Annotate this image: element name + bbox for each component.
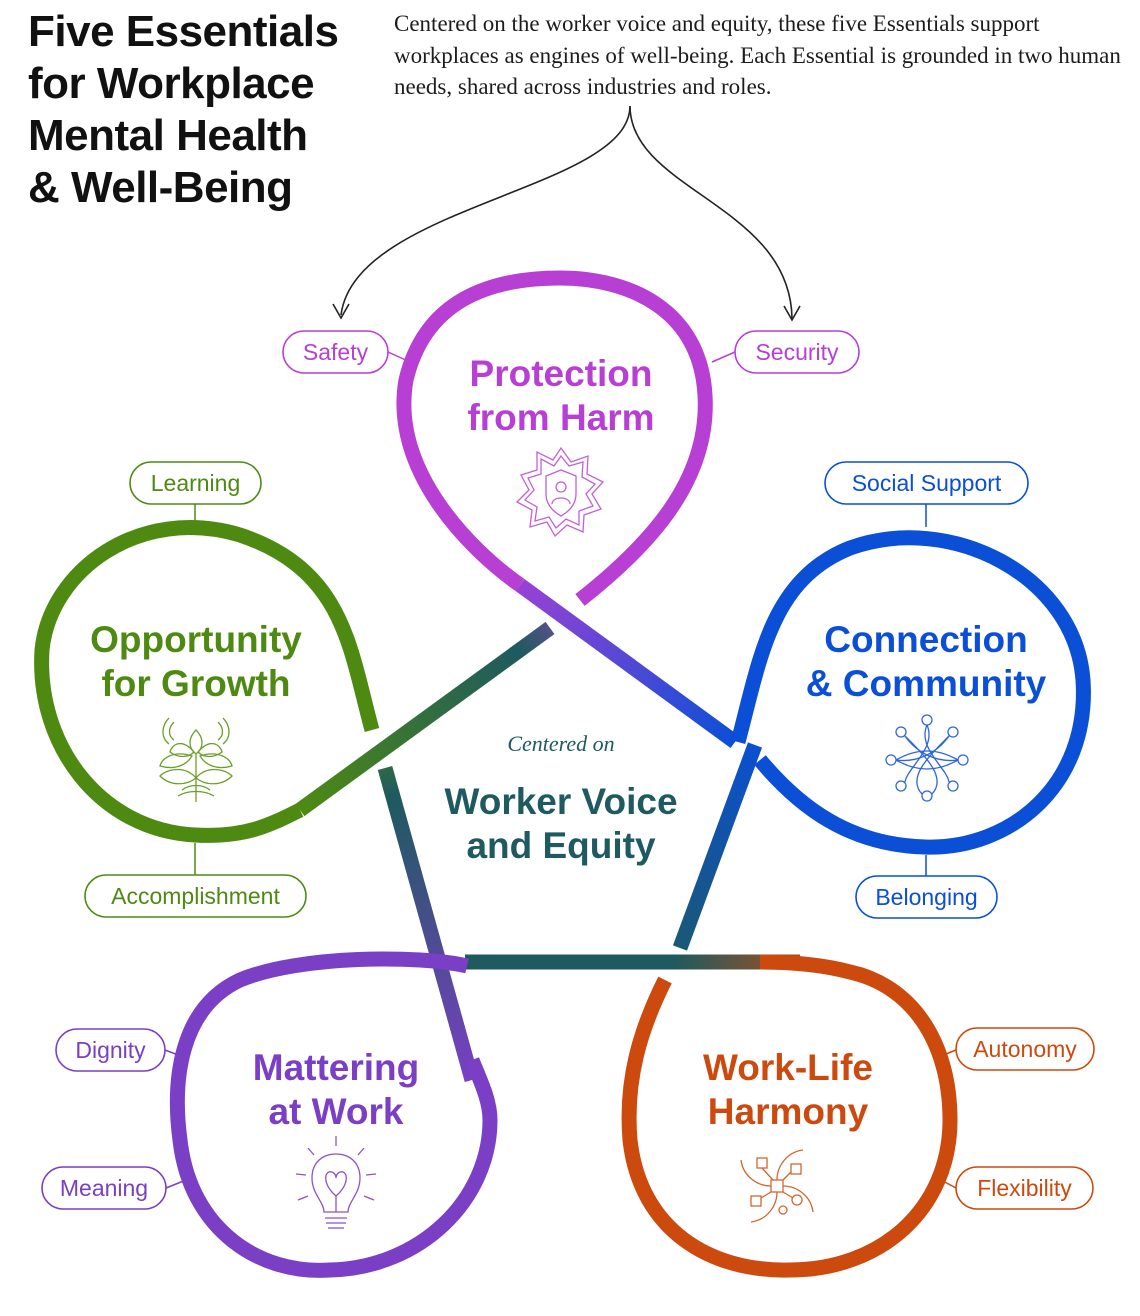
essential-title-line: Harmony [708, 1091, 869, 1132]
title-line: Five Essentials [28, 7, 339, 56]
need-label: Autonomy [973, 1036, 1077, 1062]
need-label: Meaning [60, 1175, 148, 1201]
essential-title-line: at Work [268, 1091, 403, 1132]
need-pill-dignity: Dignity [55, 1028, 166, 1072]
network-icon [885, 714, 969, 802]
need-pill-autonomy: Autonomy [955, 1027, 1095, 1071]
need-label: Accomplishment [111, 883, 280, 909]
intro-highlight: two human needs [394, 42, 1121, 100]
lightbulb-heart-icon [295, 1136, 377, 1229]
need-pill-belonging: Belonging [855, 875, 998, 919]
essential-title-line: for Growth [101, 663, 290, 704]
center-kicker: Centered on [507, 731, 614, 756]
center-label: Centered on Worker Voice and Equity [444, 731, 677, 866]
need-pill-social-support: Social Support [824, 461, 1029, 505]
needs-brace-arrows [332, 105, 801, 322]
strand-connection-worklife [672, 742, 763, 951]
essential-loops [34, 270, 1091, 1278]
essential-title-line: & Community [806, 663, 1047, 704]
pill-ticks [164, 351, 957, 1189]
title-line: & Well-Being [28, 163, 293, 212]
need-label: Safety [303, 339, 369, 365]
need-pill-security: Security [734, 330, 860, 374]
intro-text-start: Centered on the worker voice and equity,… [394, 11, 1040, 68]
title-line: for Workplace [28, 59, 315, 108]
need-label: Dignity [75, 1037, 146, 1063]
need-label: Flexibility [977, 1175, 1072, 1201]
page-title: Five Essentials for Workplace Mental Hea… [28, 6, 378, 214]
essential-title-line: Mattering [253, 1047, 420, 1088]
need-pill-accomplishment: Accomplishment [84, 874, 307, 918]
strand-protection-growth [295, 621, 555, 817]
shield-person-icon [515, 446, 605, 538]
loop-growth [34, 520, 380, 843]
loop-connection [730, 530, 1091, 855]
loop-worklife [621, 954, 958, 1278]
title-line: Mental Health [28, 111, 308, 160]
need-label: Learning [151, 470, 241, 496]
essential-titles: Protection from Harm Opportunity for Gro… [90, 353, 1047, 1132]
loop-mattering [169, 951, 498, 1278]
essential-title-line: from Harm [467, 397, 654, 438]
pinwheel-icon [740, 1149, 814, 1223]
strand-protection-connection [515, 578, 740, 749]
need-label: Social Support [852, 470, 1002, 496]
intro-text-end: , shared across industries and roles. [446, 74, 772, 99]
need-pill-safety: Safety [282, 330, 389, 374]
intro-text: Centered on the worker voice and equity,… [394, 8, 1134, 103]
center-title-line: Worker Voice [444, 781, 677, 822]
essential-title-line: Work-Life [703, 1047, 873, 1088]
need-pill-meaning: Meaning [41, 1166, 167, 1210]
essential-title-line: Connection [824, 619, 1027, 660]
connector-strands [295, 578, 800, 1083]
essential-title-line: Protection [470, 353, 653, 394]
essential-title-line: Opportunity [90, 619, 302, 660]
need-pill-flexibility: Flexibility [955, 1166, 1094, 1210]
center-title-line: and Equity [466, 825, 656, 866]
need-label: Security [755, 339, 839, 365]
strand-growth-mattering [377, 765, 480, 1083]
loop-protection [396, 270, 713, 606]
need-pill-learning: Learning [129, 461, 262, 505]
flower-icon [159, 717, 233, 802]
need-label: Belonging [875, 884, 977, 910]
need-pills: Safety Security Learning Accomplishment … [41, 330, 1095, 1210]
